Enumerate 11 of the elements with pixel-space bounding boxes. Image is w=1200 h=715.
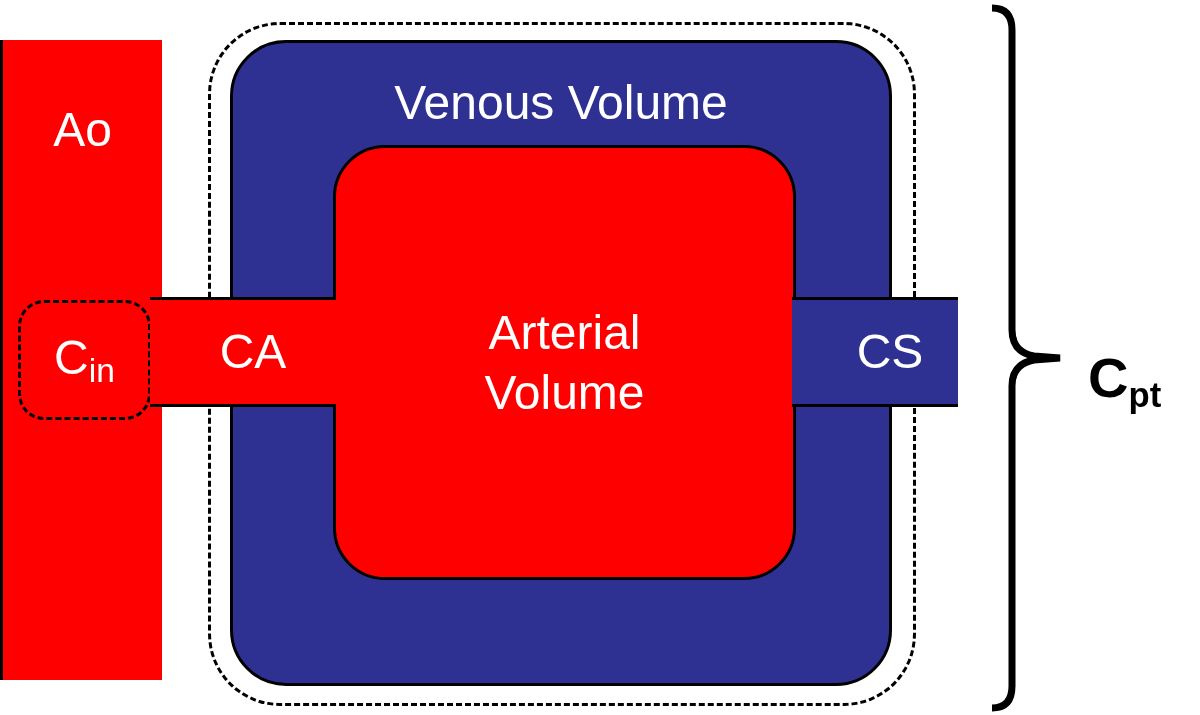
node-label: Ao (53, 102, 112, 158)
node-label: CS (856, 324, 924, 380)
coronary-artery-channel (150, 297, 336, 407)
node-label: CA (219, 324, 287, 380)
capacitance-label: C$_{pt}$ (1088, 345, 1162, 416)
node-label: Arterial Volume (483, 304, 646, 421)
arterial-volume-box (333, 145, 796, 580)
node-label: C$_{in}$ (54, 329, 115, 392)
node-label: Venous Volume (394, 75, 728, 131)
aorta-bar (0, 40, 162, 680)
coronary-sinus-channel (792, 297, 958, 407)
